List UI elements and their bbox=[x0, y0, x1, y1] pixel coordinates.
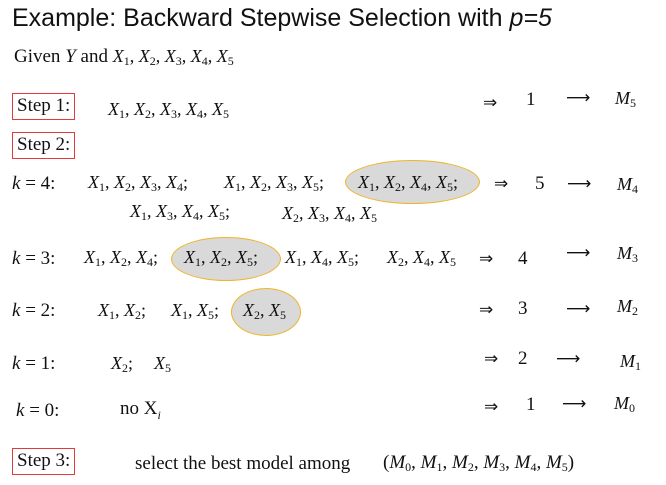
k0-long-arrow: ⟶ bbox=[562, 394, 587, 414]
k3-set-3: X1, X4, X5; bbox=[285, 247, 360, 269]
k4-set-3: X1, X2, X4, X5; bbox=[358, 172, 459, 194]
k0-count: 1 bbox=[526, 394, 536, 415]
k0-label: k = 0: bbox=[16, 400, 60, 421]
k4-count: 5 bbox=[535, 173, 545, 194]
k4-set-2: X1, X2, X3, X5; bbox=[224, 172, 325, 194]
k2-set-3: X2, X5 bbox=[243, 300, 286, 322]
step1-set: X1, X2, X3, X4, X5 bbox=[108, 99, 229, 121]
k3-model: M3 bbox=[617, 243, 638, 265]
k3-long-arrow: ⟶ bbox=[566, 243, 591, 263]
step1-model: M5 bbox=[615, 88, 636, 110]
k1-model: M1 bbox=[620, 351, 641, 373]
page-title: Example: Backward Stepwise Selection wit… bbox=[12, 4, 552, 33]
k1-implies: ⇒ bbox=[484, 349, 499, 369]
step2-box: Step 2: bbox=[12, 132, 76, 159]
k3-implies: ⇒ bbox=[479, 249, 494, 269]
k2-model: M2 bbox=[617, 296, 638, 318]
k3-count: 4 bbox=[518, 248, 528, 269]
given-x-list: X1, X2, X3, X4, X5 bbox=[112, 46, 234, 68]
step3-label: Step 3: bbox=[17, 450, 71, 471]
k2-set-1: X1, X2; bbox=[98, 300, 147, 322]
given-y: Y bbox=[65, 46, 76, 67]
k4-highlight bbox=[345, 160, 480, 204]
k2-highlight bbox=[231, 288, 301, 336]
k3-set-4: X2, X4, X5 bbox=[387, 247, 456, 269]
k4-set-4: X1, X3, X4, X5; bbox=[130, 201, 231, 223]
k3-highlight bbox=[171, 237, 281, 281]
step1-count: 1 bbox=[526, 89, 536, 110]
k2-set-2: X1, X5; bbox=[171, 300, 220, 322]
k4-long-arrow: ⟶ bbox=[567, 174, 592, 194]
step1-long-arrow: ⟶ bbox=[566, 88, 591, 108]
k1-set-2: X5 bbox=[154, 353, 171, 375]
k0-implies: ⇒ bbox=[484, 397, 499, 417]
given-line: Given Y and X1, X2, X3, X4, X5 bbox=[14, 46, 234, 69]
given-word: Given bbox=[14, 46, 61, 67]
step1-box: Step 1: bbox=[12, 93, 76, 120]
k1-long-arrow: ⟶ bbox=[556, 349, 581, 369]
k1-label: k = 1: bbox=[12, 353, 56, 374]
k3-set-1: X1, X2, X4; bbox=[84, 247, 159, 269]
k4-model: M4 bbox=[617, 174, 638, 196]
k2-long-arrow: ⟶ bbox=[566, 299, 591, 319]
step3-models: (M0, M1, M2, M3, M4, M5) bbox=[383, 452, 575, 474]
step1-label: Step 1: bbox=[17, 95, 71, 116]
k4-set-1: X1, X2, X3, X4; bbox=[88, 172, 189, 194]
step3-text: select the best model among bbox=[135, 453, 351, 474]
k1-count: 2 bbox=[518, 348, 528, 369]
step2-label: Step 2: bbox=[17, 134, 71, 155]
title-prefix: Example: Backward Stepwise Selection wit… bbox=[12, 4, 510, 32]
k4-label: k = 4: bbox=[12, 173, 56, 194]
step3-box: Step 3: bbox=[12, 448, 76, 475]
k3-set-2: X1, X2, X5; bbox=[184, 247, 259, 269]
k1-set-1: X2; bbox=[111, 353, 134, 375]
k0-set-text: no X bbox=[120, 398, 158, 419]
title-p-label: p=5 bbox=[509, 4, 552, 32]
k4-set-5: X2, X3, X4, X5 bbox=[282, 203, 377, 225]
k2-label: k = 2: bbox=[12, 300, 56, 321]
k0-model: M0 bbox=[614, 393, 635, 415]
k0-set: no Xi bbox=[120, 398, 161, 423]
k2-implies: ⇒ bbox=[479, 300, 494, 320]
k3-label: k = 3: bbox=[12, 248, 56, 269]
step1-implies: ⇒ bbox=[483, 93, 498, 113]
given-and: and bbox=[80, 46, 108, 67]
k0-set-sub: i bbox=[157, 407, 161, 422]
k2-count: 3 bbox=[518, 298, 528, 319]
k4-implies: ⇒ bbox=[494, 174, 509, 194]
